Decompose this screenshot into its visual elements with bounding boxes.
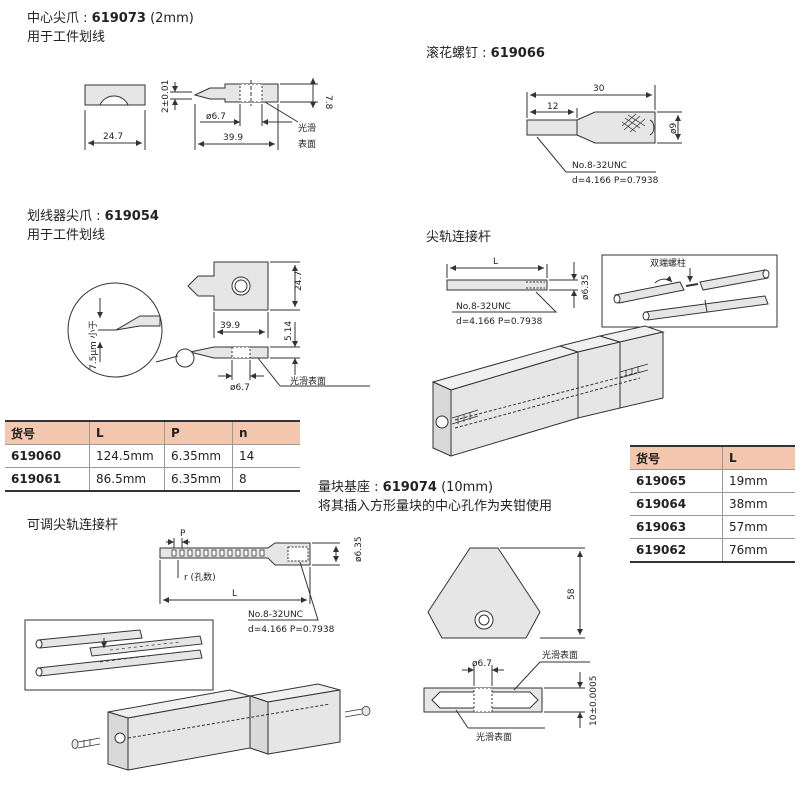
table-cell: 57mm: [722, 515, 795, 539]
spec-table-adjustable: 货号 L P n 619060 124.5mm 6.35mm 14 619061…: [5, 420, 300, 492]
knurled-screw-drawing: [526, 85, 682, 173]
rb-thread-spec-text: d=4.166 P=0.7938: [456, 317, 543, 327]
gb-note-top-text: 光滑表面: [542, 649, 578, 661]
table-header-cell: n: [232, 421, 300, 445]
cp-width-text: 24.7: [103, 132, 123, 142]
ks-shank-text: 12: [547, 102, 558, 112]
rod-assembled: [642, 295, 769, 321]
gb-note-bottom-text: 光滑表面: [476, 731, 512, 743]
gauge-base-section-view: [423, 661, 590, 729]
ab-thread-spec-text: d=4.166 P=0.7938: [248, 625, 335, 635]
table-cell: 6.35mm: [164, 444, 233, 468]
knurled-screw-title: 滚花螺钉 : 619066: [426, 46, 545, 61]
table-header-row: 货号 L: [630, 446, 795, 470]
sp-height-text: 24.7: [294, 271, 304, 291]
scriber-point-top-view: [187, 261, 300, 338]
table-cell: 619060: [5, 444, 90, 468]
sp-thick-text: 5.14: [284, 321, 294, 341]
ks-thread-text: No.8-32UNC: [572, 161, 627, 171]
table-cell: 6.35mm: [164, 467, 233, 492]
table-header-cell: L: [89, 421, 165, 445]
adjustable-bar-detail: [24, 619, 214, 691]
cp-dia-text: ø6.7: [206, 112, 226, 122]
sp-length-text: 39.9: [220, 321, 240, 331]
ab-dia-text: ø6.35: [354, 536, 364, 562]
scriber-point-subtitle: 用于工件划线: [27, 228, 106, 243]
gauge-base-title: 量块基座 : 619074 (10mm): [318, 480, 494, 495]
rod-left-upper: [613, 281, 685, 304]
table-cell: 619062: [630, 538, 723, 563]
cp-length-text: 39.9: [223, 133, 243, 143]
ab-r-text: r (孔数): [184, 571, 216, 583]
table-row: 619064 38mm: [630, 492, 795, 516]
rail-bar-assembly-3d: [431, 325, 665, 457]
table-cell: 19mm: [722, 469, 795, 493]
gauge-base-front-view: [427, 547, 585, 639]
rb-dia-text: ø6.35: [581, 274, 591, 300]
cp-note-2: 表面: [298, 138, 316, 150]
gb-dia-text: ø6.7: [472, 659, 492, 669]
gauge-base-subtitle: 将其插入方形量块的中心孔作为夹钳使用: [318, 499, 553, 514]
rb-thread-text: No.8-32UNC: [456, 302, 511, 312]
rail-bar-title: 尖轨连接杆: [426, 230, 492, 245]
rail-bar-drawing: [446, 262, 578, 313]
table-header-cell: 货号: [630, 446, 723, 470]
spec-table-rail-bar: 货号 L 619065 19mm 619064 38mm 619063 57mm…: [630, 445, 795, 563]
adjustable-bar-title: 可调尖轨连接杆: [27, 518, 119, 533]
table-cell: 619065: [630, 469, 723, 493]
ks-total-text: 30: [593, 84, 605, 94]
sp-tip-text: 7.5μm 小于: [88, 320, 99, 370]
table-cell: 8: [232, 467, 300, 492]
sp-note-text: 光滑表面: [290, 375, 326, 387]
center-point-side-view: [170, 78, 318, 150]
rb-l-text: L: [493, 257, 498, 267]
center-point-end-view: [84, 84, 146, 150]
table-header-row: 货号 L P n: [5, 421, 300, 445]
scriber-point-title: 划线器尖爪 : 619054: [27, 209, 159, 224]
table-cell: 619064: [630, 492, 723, 516]
ks-dia-text: ø9: [669, 122, 679, 134]
ab-l-text: L: [232, 589, 237, 599]
rb-stud-text: 双端螺柱: [650, 257, 686, 269]
table-row: 619065 19mm: [630, 469, 795, 493]
table-cell: 124.5mm: [89, 444, 165, 468]
adjustable-bar-assembly-3d: [71, 683, 371, 771]
scriber-point-side-view: [175, 322, 370, 387]
cp-height-text: 7.8: [323, 95, 333, 110]
table-row: 619062 76mm: [630, 538, 795, 563]
ab-p-text: P: [180, 529, 186, 539]
gb-thick-text: 10±0.0005: [589, 676, 599, 726]
center-point-subtitle: 用于工件划线: [27, 30, 106, 45]
adjustable-bar-drawing: [159, 538, 340, 621]
table-cell: 86.5mm: [89, 467, 165, 492]
table-header-cell: P: [164, 421, 233, 445]
rail-bar-assembly-detail: [601, 254, 778, 328]
cp-tol-text: 2±0.01: [161, 80, 171, 113]
rod-right-upper: [699, 269, 770, 291]
sp-dia-text: ø6.7: [230, 383, 250, 393]
table-row: 619060 124.5mm 6.35mm 14: [5, 444, 300, 468]
scriber-point-tip-detail: [67, 282, 179, 378]
table-header-cell: 货号: [5, 421, 90, 445]
ks-thread-spec-text: d=4.166 P=0.7938: [572, 176, 659, 186]
center-point-title: 中心尖爪 : 619073 (2mm): [27, 11, 194, 26]
table-cell: 14: [232, 444, 300, 468]
table-row: 619061 86.5mm 6.35mm 8: [5, 467, 300, 492]
table-row: 619063 57mm: [630, 515, 795, 539]
cp-note-1: 光滑: [298, 122, 316, 134]
table-cell: 619061: [5, 467, 90, 492]
table-cell: 38mm: [722, 492, 795, 516]
table-cell: 76mm: [722, 538, 795, 563]
ab-thread-text: No.8-32UNC: [248, 610, 303, 620]
gb-height-text: 58: [567, 588, 577, 600]
table-cell: 619063: [630, 515, 723, 539]
table-header-cell: L: [722, 446, 795, 470]
